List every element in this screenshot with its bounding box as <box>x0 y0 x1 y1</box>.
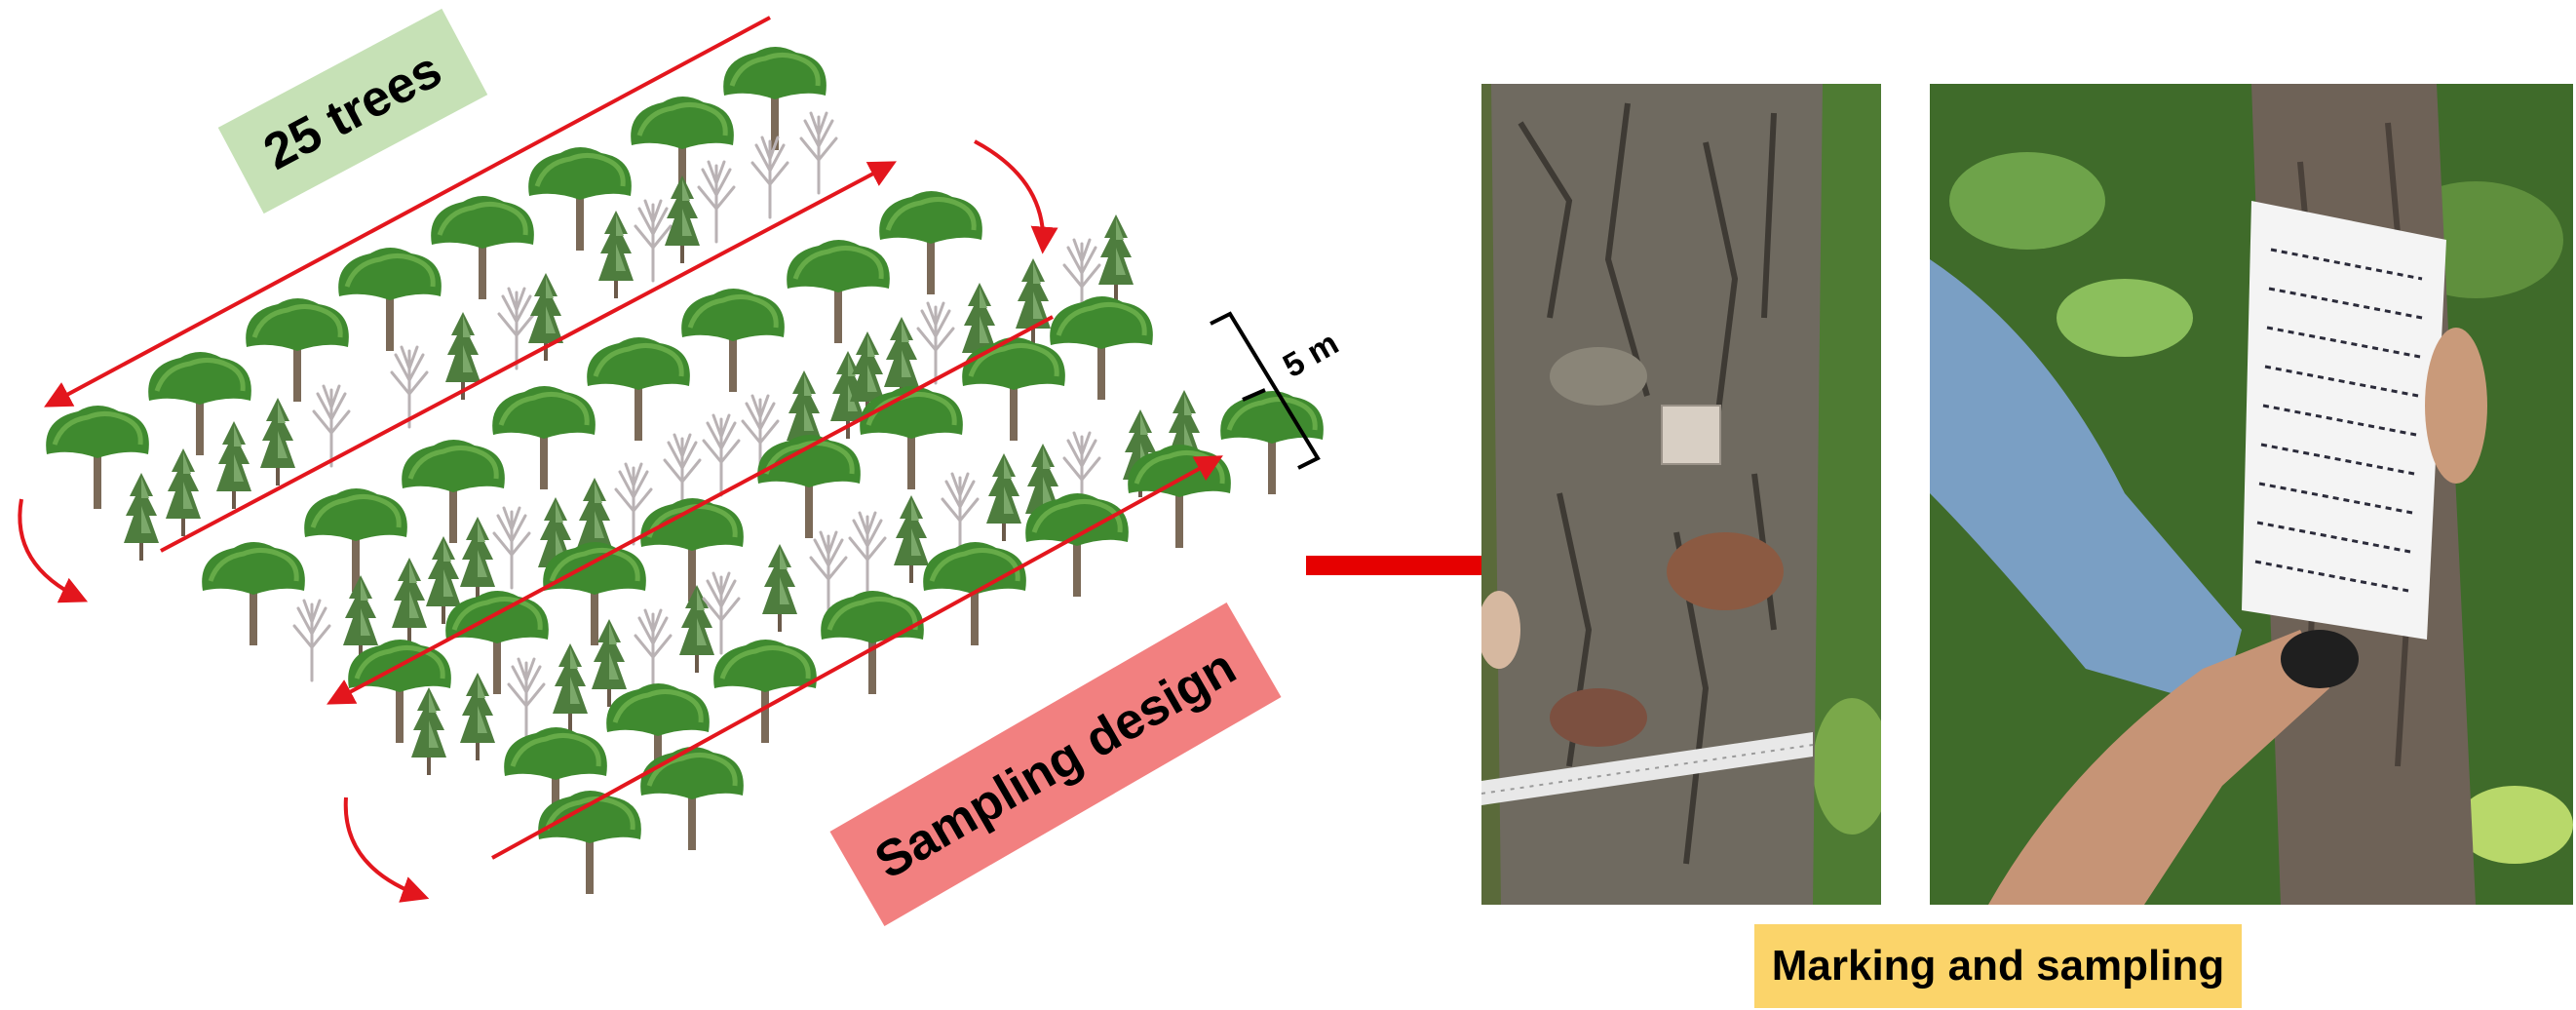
tree-marking-photo <box>1481 84 1881 905</box>
scale-bracket <box>1210 311 1321 470</box>
tree-sampling-photo <box>1930 84 2573 905</box>
transect-lines <box>18 16 1223 903</box>
marking-and-sampling-label: Marking and sampling <box>1754 924 2242 1008</box>
